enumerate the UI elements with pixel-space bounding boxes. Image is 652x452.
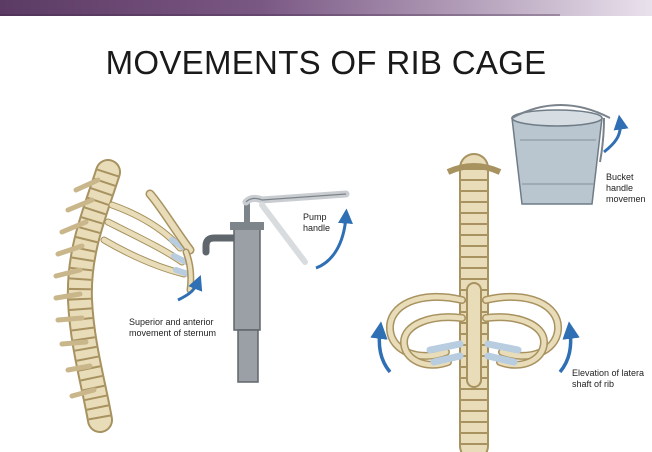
anterior-rib-cage-figure	[370, 153, 580, 452]
label-lateral-shaft-line-2: shaft of rib	[572, 379, 615, 389]
label-pump-handle: Pump handle	[303, 212, 330, 234]
label-lateral-shaft-line-1: Elevation of latera	[572, 368, 645, 378]
label-pump-handle-line-2: handle	[303, 223, 331, 233]
slide-title: MOVEMENTS OF RIB CAGE	[105, 44, 547, 81]
label-sternum-line-1: Superior and anterior	[129, 317, 214, 327]
lateral-spine-figure	[53, 159, 203, 433]
label-bucket-line-2: handle	[606, 183, 634, 193]
label-bucket-handle: Bucket handle movemen	[606, 172, 646, 205]
top-decorative-band	[0, 0, 652, 16]
label-bucket-line-1: Bucket	[606, 172, 634, 182]
label-pump-handle-line-1: Pump	[303, 212, 327, 222]
bucket-figure	[511, 104, 629, 205]
label-sternum-movement: Superior and anterior movement of sternu…	[129, 317, 216, 339]
water-pump-figure	[202, 190, 353, 383]
label-lateral-shaft: Elevation of latera shaft of rib	[572, 368, 644, 390]
label-bucket-line-3: movemen	[606, 194, 646, 204]
label-sternum-line-2: movement of sternum	[129, 328, 217, 338]
